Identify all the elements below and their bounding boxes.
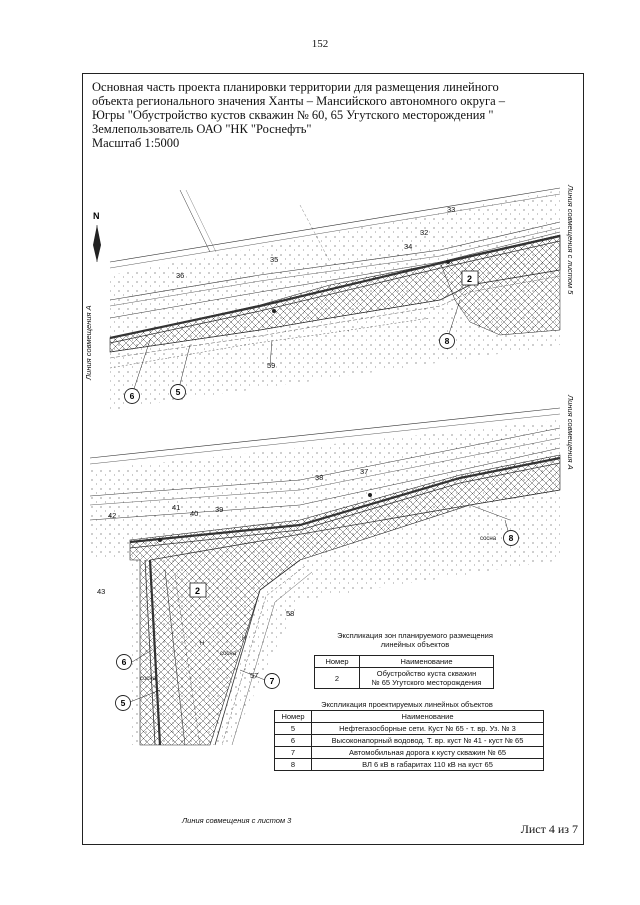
row-number: 7 [274, 746, 312, 759]
object-marker: 5 [121, 698, 126, 708]
objects-table-caption: Экспликация проектируемых линейных объек… [321, 700, 493, 709]
row-number: 6 [274, 734, 312, 747]
terrain-label: Н [242, 636, 246, 642]
point-label: 32 [420, 228, 428, 237]
row-name: Автомобильная дорога к кусту скважин № 6… [311, 746, 544, 759]
match-line-a-right: Линия совмещения А [566, 395, 575, 470]
zone-marker: 2 [467, 274, 472, 284]
planning-map: N 33 32 34 35 36 59 2 8 6 5 [89, 187, 561, 746]
point-label: 38 [315, 473, 323, 482]
object-marker: 7 [270, 676, 275, 686]
point-label: 59 [267, 361, 275, 370]
object-marker: 6 [122, 657, 127, 667]
upper-fragment: N 33 32 34 35 36 59 2 8 6 5 [93, 187, 561, 410]
drawing-title: Основная часть проекта планировки террит… [92, 80, 572, 150]
column-header: Наименование [311, 710, 544, 723]
row-name-line: № 65 Угутского месторождения [371, 678, 482, 687]
table-row: 8 ВЛ 6 кВ в габаритах 110 кВ на куст 65 [274, 758, 544, 771]
table-row: 2 Обустройство куста скважин № 65 Угутск… [314, 667, 494, 689]
title-line: Югры "Обустройство кустов скважин № 60, … [92, 108, 494, 122]
row-number: 2 [314, 667, 360, 689]
table-row: 5 Нефтегазосборные сети. Куст № 65 - т. … [274, 722, 544, 735]
row-name: Высоконапорный водовод. Т. вр. куст № 41… [311, 734, 544, 747]
north-arrow [93, 225, 101, 262]
row-name: Нефтегазосборные сети. Куст № 65 - т. вр… [311, 722, 544, 735]
point-label: 33 [447, 205, 455, 214]
object-marker: 5 [176, 387, 181, 397]
match-line-sheet-3: Линия совмещения с листом 3 [182, 816, 292, 825]
object-marker: 8 [509, 533, 514, 543]
point-label: 42 [108, 511, 116, 520]
title-line: объекта регионального значения Ханты – М… [92, 94, 506, 108]
tree-label: сосна [140, 676, 157, 682]
column-header: Наименование [359, 655, 494, 668]
row-number: 8 [274, 758, 312, 771]
row-name: Обустройство куста скважин № 65 Угутског… [359, 667, 494, 689]
tree-label: сосна [220, 651, 237, 657]
north-label: N [93, 211, 100, 221]
point-label: 35 [270, 255, 278, 264]
zones-table: Номер Наименование 2 Обустройство куста … [314, 655, 494, 689]
objects-table: Номер Наименование 5 Нефтегазосборные се… [274, 710, 544, 771]
sheet-number: Лист 4 из 7 [520, 822, 578, 836]
table-row: 6 Высоконапорный водовод. Т. вр. куст № … [274, 734, 544, 747]
tree-label: сосна [480, 536, 497, 542]
point-label: 57 [250, 671, 258, 680]
row-name: ВЛ 6 кВ в габаритах 110 кВ на куст 65 [311, 758, 544, 771]
match-line-sheet-5: Линия совмещения с листом 5 [566, 185, 575, 295]
sheet-frame [82, 73, 584, 845]
point-label: 58 [286, 609, 294, 618]
point-label: 40 [190, 509, 198, 518]
caption-line: Экспликация зон планируемого размещения [337, 631, 493, 640]
column-header: Номер [274, 710, 312, 723]
terrain-label: Н [200, 641, 204, 647]
point-label: 43 [97, 587, 105, 596]
object-marker: 6 [130, 391, 135, 401]
point-label: 34 [404, 242, 412, 251]
zones-table-caption: Экспликация зон планируемого размещения … [300, 631, 530, 649]
caption-line: линейных объектов [380, 640, 450, 649]
point-label: 41 [172, 503, 180, 512]
point-label: 37 [360, 467, 368, 476]
title-line: Основная часть проекта планировки террит… [92, 80, 499, 94]
object-marker: 8 [445, 336, 450, 346]
lower-fragment: 38 37 42 41 40 39 43 58 57 сосна сосна с… [89, 407, 561, 746]
row-number: 5 [274, 722, 312, 735]
point-label: 39 [215, 505, 223, 514]
point-label: 36 [176, 271, 184, 280]
title-line: Землепользователь ОАО "НК "Роснефть" [92, 122, 312, 136]
scale-label: Масштаб 1:5000 [92, 136, 180, 150]
match-line-a-left: Линия совмещения А [84, 305, 93, 380]
page-number: 152 [311, 38, 329, 50]
zone-marker: 2 [195, 586, 200, 596]
table-row: 7 Автомобильная дорога к кусту скважин №… [274, 746, 544, 759]
column-header: Номер [314, 655, 360, 668]
row-name-line: Обустройство куста скважин [376, 669, 477, 678]
